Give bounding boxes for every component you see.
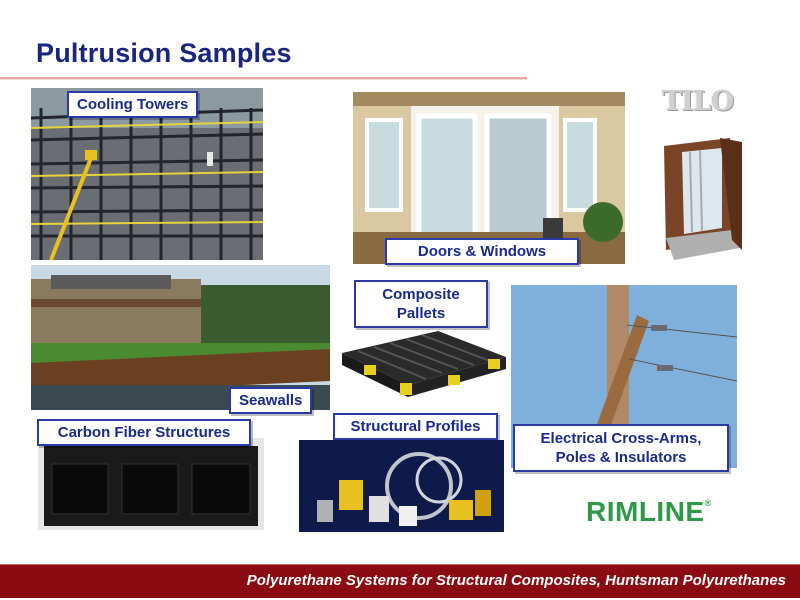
cooling-towers-label: Cooling Towers [67, 91, 199, 118]
tilo-logo: TILO [662, 86, 734, 117]
window-profile-image [660, 138, 742, 260]
rimline-logo: RIMLINE® [586, 496, 712, 528]
structural-profiles-photo [299, 440, 504, 532]
footer-bar: Polyurethane Systems for Structural Comp… [0, 565, 800, 598]
composite-pallet-image [338, 327, 508, 405]
carbon-fiber-label: Carbon Fiber Structures [37, 419, 251, 446]
seawall-photo [31, 265, 330, 410]
title-underline [0, 77, 527, 79]
cooling-towers-photo [31, 88, 263, 260]
electrical-label-line2: Poles & Insulators [555, 449, 687, 466]
composite-pallets-label: Composite Pallets [354, 280, 488, 328]
footer-text: Polyurethane Systems for Structural Comp… [246, 572, 786, 589]
electrical-label-line1: Electrical Cross-Arms, [540, 430, 702, 447]
seawalls-label: Seawalls [229, 387, 313, 414]
doors-windows-label: Doors & Windows [385, 238, 579, 265]
footer-top-line [0, 564, 800, 565]
composite-pallets-label-line1: Composite [382, 286, 460, 303]
carbon-fiber-photo [38, 438, 264, 530]
rimline-logo-text: RIMLINE [586, 496, 705, 527]
composite-pallets-label-line2: Pallets [396, 305, 446, 322]
registered-mark: ® [704, 498, 712, 508]
structural-profiles-label: Structural Profiles [333, 413, 498, 440]
electrical-crossarms-label: Electrical Cross-Arms, Poles & Insulator… [513, 424, 729, 472]
title-underline-shadow [0, 79, 527, 80]
slide-title: Pultrusion Samples [36, 38, 292, 68]
